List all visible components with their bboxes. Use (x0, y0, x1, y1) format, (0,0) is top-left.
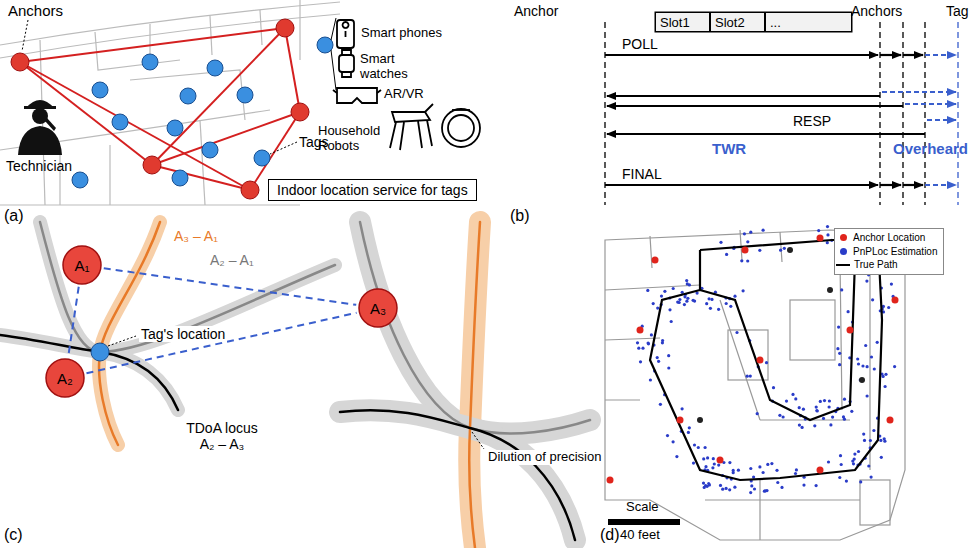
leader-label: Dilution of precision (486, 450, 603, 465)
scale-label: 40 feet (620, 528, 660, 543)
device-label: Smart phones (361, 26, 442, 41)
axis-label: Tag (946, 3, 969, 19)
legend-text: PnPLoc Estimation (853, 245, 938, 259)
message-label: POLL (622, 36, 658, 52)
device-label: Household Robots (318, 124, 386, 154)
tag-dot (91, 343, 109, 361)
legend-swatch (840, 234, 847, 241)
panel-label: (d) (600, 526, 620, 544)
tag-dots (72, 37, 333, 188)
slot-cell: Slot1 (655, 12, 710, 32)
tdoa-loci (0, 222, 590, 548)
locus-label: A₃ – A₁ (172, 228, 220, 244)
node-text: ... (770, 15, 781, 30)
device-label: AR/VR (384, 87, 424, 102)
legend-swatch (840, 248, 847, 255)
leader (108, 336, 136, 346)
part-label: Technician (6, 158, 72, 174)
legend-row: Anchor Location (840, 231, 938, 245)
dashed-connector (86, 313, 356, 373)
group-label: Overheard (893, 140, 968, 157)
floor-plan (0, 0, 340, 205)
locus-label: TDoA locus A₂ – A₃ (176, 420, 268, 452)
device-label: Smart watches (360, 52, 420, 82)
slot-cell: Slot2 (710, 12, 765, 32)
true-path (650, 240, 882, 480)
node-text: Indoor location service for tags (277, 182, 468, 198)
legend-text: Anchor Location (853, 231, 925, 245)
anchor-circle: A₃ (358, 288, 398, 328)
floor-plan-d (605, 230, 905, 540)
panel-label: (c) (4, 526, 23, 544)
leader-label: Tag's location (139, 326, 227, 342)
axis-label: Anchor (514, 3, 558, 19)
panel-label: (b) (510, 207, 530, 225)
part-label: Anchors (8, 2, 63, 19)
slot-cell: ... (765, 12, 852, 32)
scale-bar (608, 519, 680, 525)
node-text: A₃ (370, 300, 386, 317)
group-label: TWR (712, 140, 746, 157)
timeline (605, 22, 958, 205)
dashed-connector (104, 268, 356, 305)
locus-label: A₂ – A₁ (208, 252, 256, 268)
legend-row: PnPLoc Estimation (840, 245, 938, 259)
node-text: Slot1 (660, 15, 690, 30)
leader (472, 432, 484, 449)
node-text: Slot2 (715, 15, 745, 30)
service-box: Indoor location service for tags (268, 179, 477, 201)
scale-label: Scale (626, 500, 659, 515)
node-text: A₂ (57, 370, 73, 387)
message-label: RESP (790, 113, 834, 129)
anchor-circle: A₂ (45, 358, 85, 398)
panel-label: (a) (4, 207, 24, 225)
legend-row: True Path (840, 258, 938, 272)
messages (605, 55, 956, 185)
slot-bar (655, 12, 852, 32)
leaders (22, 18, 336, 154)
dashed-connector (68, 287, 78, 356)
legend-line (836, 264, 850, 266)
axis-label: Anchors (851, 3, 902, 19)
technician-icon (18, 100, 62, 155)
node-text: A₁ (74, 257, 89, 274)
anchor-circle: A₁ (62, 245, 102, 285)
message-label: FINAL (622, 166, 662, 182)
legend: Anchor LocationPnPLoc EstimationTrue Pat… (834, 228, 944, 275)
legend-text: True Path (854, 258, 898, 272)
